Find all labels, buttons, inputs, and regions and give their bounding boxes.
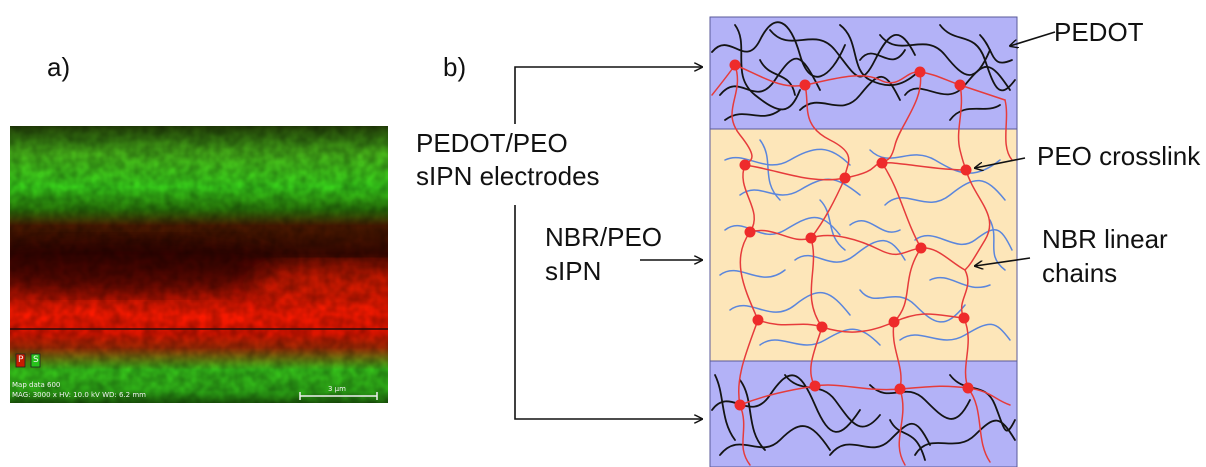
panel-b-label: b)	[443, 52, 467, 82]
middle-layer-label-line-1: NBR/PEO	[545, 222, 663, 252]
electrode-bracket-arrows	[514, 67, 702, 419]
eds-map-image: P S Map data 600 MAG: 3000 x HV: 10.0 kV…	[10, 126, 388, 403]
crosslink-nodes	[729, 59, 974, 411]
scale-bar-label: 3 µm	[328, 385, 346, 393]
electrodes-label-line-1: PEDOT/PEO	[416, 128, 568, 158]
channel-s-label: S	[33, 355, 39, 365]
nbr-label-line-2: chains	[1042, 258, 1118, 288]
electrodes-label-line-2: sIPN electrodes	[416, 161, 600, 191]
panel-a-label: a)	[47, 52, 71, 82]
pedot-pointer-arrow	[1010, 31, 1056, 46]
nbr-label-line-1: NBR linear	[1042, 224, 1168, 254]
top-electrode-layer	[709, 16, 1018, 130]
middle-layer-label-line-2: sIPN	[545, 256, 602, 286]
peo-crosslink-pointer-arrow	[975, 157, 1026, 168]
bottom-electrode-layer	[709, 360, 1018, 467]
nbr-pointer-arrow	[975, 257, 1031, 266]
channel-p-label: P	[18, 355, 24, 365]
nbr-linear-chains	[719, 139, 1013, 346]
peo-crosslink-label: PEO crosslink	[1037, 141, 1201, 171]
map-info-line-1: Map data 600	[12, 381, 61, 389]
map-info-line-2: MAG: 3000 x HV: 10.0 kV WD: 6.2 mm	[12, 391, 146, 399]
pedot-label: PEDOT	[1054, 17, 1144, 47]
